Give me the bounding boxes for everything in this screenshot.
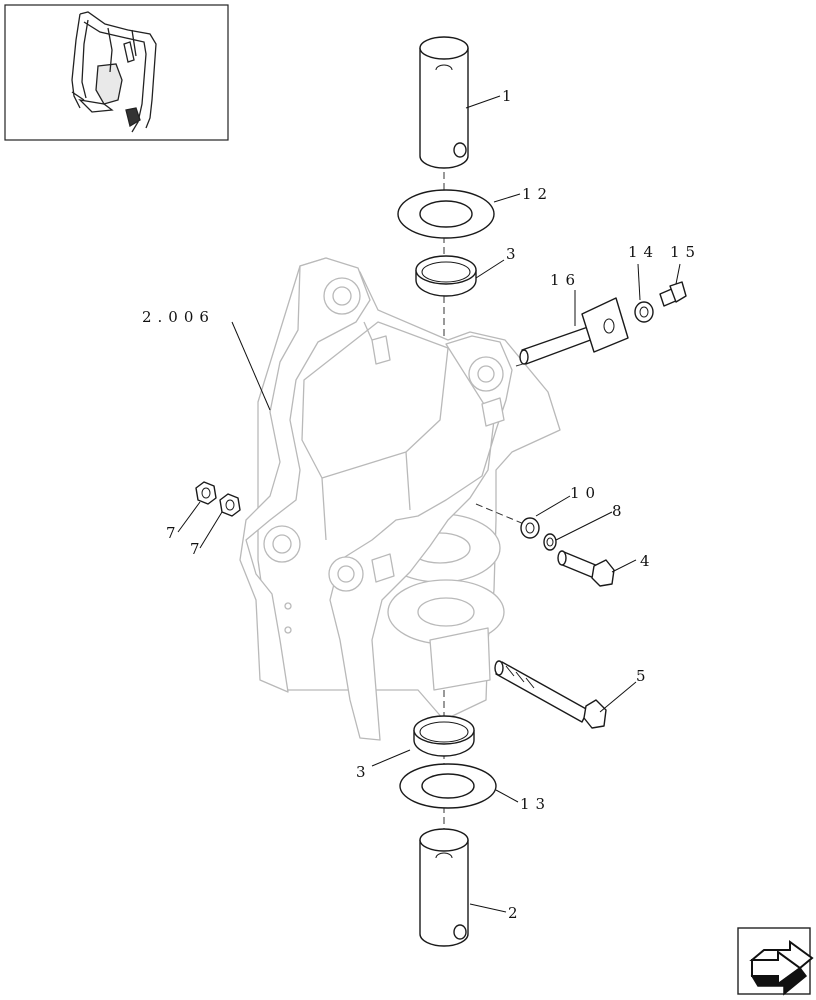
callout-2-006: 2.006 <box>142 308 215 326</box>
next-page-button[interactable] <box>737 927 814 996</box>
pin-upper[interactable] <box>419 36 469 169</box>
nut-7-lower[interactable] <box>219 493 241 517</box>
washer-10[interactable] <box>520 517 540 539</box>
callout-10: 10 <box>570 484 601 502</box>
callout-3-lower: 3 <box>356 763 372 781</box>
swing-bracket-context <box>239 257 561 741</box>
seal-lower[interactable] <box>413 715 475 757</box>
callout-7-lower: 7 <box>190 540 206 558</box>
excavator-thumbnail[interactable] <box>4 4 229 141</box>
leader-lines <box>177 95 681 913</box>
callout-12: 12 <box>522 185 553 203</box>
locking-plate-bolt[interactable] <box>519 297 629 365</box>
nut-7-upper[interactable] <box>195 481 217 505</box>
washer-14[interactable] <box>634 301 654 323</box>
callout-13: 13 <box>520 795 551 813</box>
bolt-4[interactable] <box>557 550 615 587</box>
pin-axis-lines <box>443 172 531 830</box>
callout-15: 15 <box>670 243 701 261</box>
callout-5: 5 <box>636 667 652 685</box>
pin-lower[interactable] <box>419 828 469 947</box>
screw-15[interactable] <box>659 281 687 307</box>
seal-upper[interactable] <box>415 255 477 297</box>
spring-washer-8[interactable] <box>543 533 557 551</box>
shim-lower[interactable] <box>399 763 497 809</box>
callout-14: 14 <box>628 243 659 261</box>
excavator-boom-thumbnail-icon <box>71 11 157 133</box>
callout-16: 16 <box>550 271 581 289</box>
callout-7-upper: 7 <box>166 524 182 542</box>
bolt-5[interactable] <box>494 660 607 729</box>
callout-2: 2 <box>508 904 524 922</box>
callout-4: 4 <box>640 552 656 570</box>
shim-upper[interactable] <box>397 189 495 239</box>
callout-3-upper: 3 <box>506 245 522 263</box>
callout-8: 8 <box>612 502 628 520</box>
next-page-arrow-icon <box>749 940 814 996</box>
axis-segment <box>475 503 525 525</box>
callout-1: 1 <box>502 87 518 105</box>
callout-labels: 1 12 3 14 15 16 2.006 10 8 4 7 7 5 3 13 … <box>142 87 701 922</box>
